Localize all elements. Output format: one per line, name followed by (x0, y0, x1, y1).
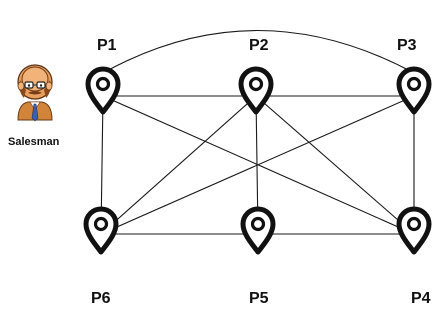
node-label-p3: P3 (397, 37, 417, 54)
edge-p2-p6 (100, 95, 257, 235)
map-pin-icon (240, 206, 276, 255)
node-p4: P4 (396, 206, 432, 307)
node-label-p2: P2 (249, 37, 269, 54)
node-label-p4: P4 (411, 290, 431, 307)
edge-p1-p3 (102, 30, 415, 74)
node-p6: P6 (83, 206, 119, 307)
map-pin-icon (238, 66, 274, 115)
map-pin-icon (85, 66, 121, 115)
salesman-label: Salesman (8, 136, 60, 148)
edge-p2-p4 (255, 95, 415, 235)
node-label-p6: P6 (91, 290, 111, 307)
map-pin-icon (396, 66, 432, 115)
node-label-p5: P5 (249, 290, 269, 307)
node-p2: P2 (238, 37, 274, 115)
node-label-p1: P1 (97, 37, 117, 54)
map-pin-icon (396, 206, 432, 255)
edges-layer (100, 30, 415, 235)
node-p3: P3 (396, 37, 432, 115)
edge-p3-p6 (100, 95, 415, 235)
salesman-icon: Salesman (8, 64, 60, 148)
node-p1: P1 (85, 37, 121, 115)
node-p5: P5 (240, 206, 276, 307)
map-pin-icon (83, 206, 119, 255)
